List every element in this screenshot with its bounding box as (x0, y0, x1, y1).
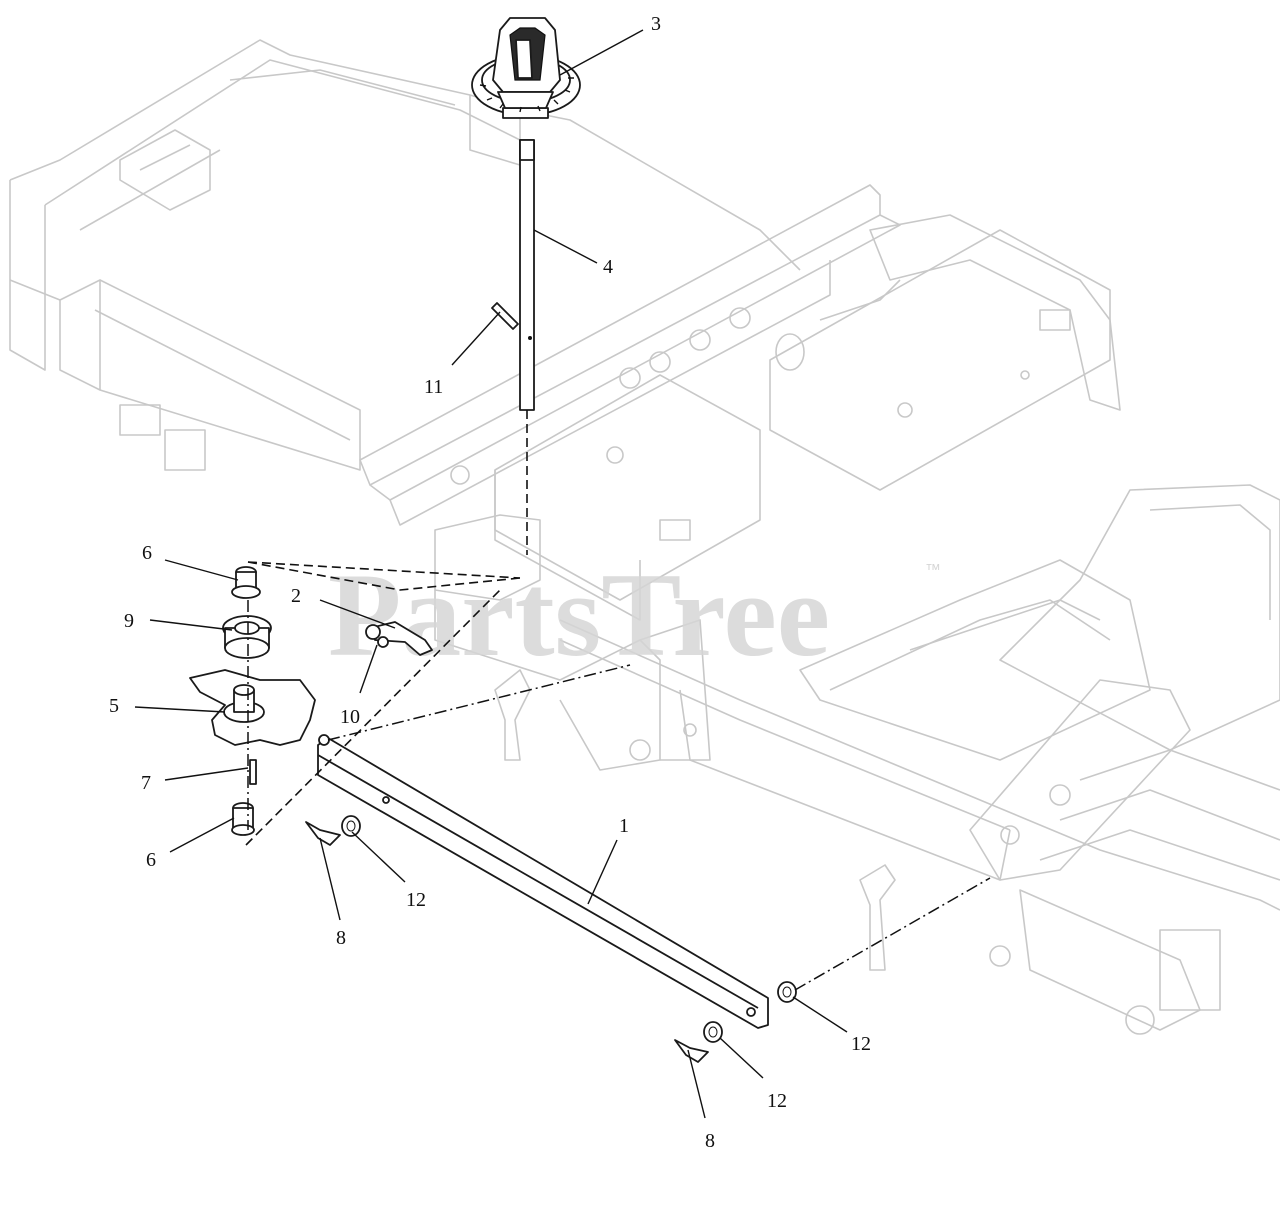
callout-8-left: 8 (336, 927, 346, 949)
callout-7: 7 (141, 772, 151, 794)
partstree-watermark: PartsTree (328, 548, 830, 681)
washer-left (341, 815, 361, 837)
callout-11: 11 (424, 376, 443, 398)
assembly-lines (245, 410, 991, 991)
callout-numbers: 3 4 11 6 9 5 7 6 2 10 1 12 8 12 12 8 (109, 13, 871, 1152)
callout-3: 3 (651, 13, 661, 35)
trademark-mark: ™ (925, 562, 941, 579)
height-rod (519, 139, 535, 411)
callout-5: 5 (109, 695, 119, 717)
callout-10: 10 (340, 706, 360, 728)
roll-pin (249, 759, 257, 785)
callout-1: 1 (619, 815, 629, 837)
bushing-bottom (231, 802, 255, 836)
mower-frame (9, 39, 1280, 1035)
callout-6-bottom: 6 (146, 849, 156, 871)
callout-4: 4 (603, 256, 613, 278)
callout-12-left: 12 (406, 889, 426, 911)
watermark-group: PartsTree ™ (328, 548, 941, 681)
callout-12-right-lower: 12 (767, 1090, 787, 1112)
hairpin-clip-left (305, 821, 341, 846)
bushing-top (231, 566, 261, 599)
height-link-bar (317, 734, 769, 1029)
callout-2: 2 (291, 585, 301, 607)
spacer-nut (222, 615, 272, 659)
callout-6-top: 6 (142, 542, 152, 564)
indicator-bracket-assembly (365, 621, 433, 656)
height-adjust-knob (471, 17, 581, 119)
leader-lines (134, 29, 848, 1119)
callout-8-right: 8 (705, 1130, 715, 1152)
cotter-pin (491, 302, 519, 330)
callout-12-right-upper: 12 (851, 1033, 871, 1055)
washer-right-lower (703, 1021, 723, 1043)
washer-right-upper (777, 981, 797, 1003)
hairpin-clip-right (674, 1039, 709, 1063)
height-selector-plate (189, 669, 316, 746)
callout-9: 9 (124, 610, 134, 632)
